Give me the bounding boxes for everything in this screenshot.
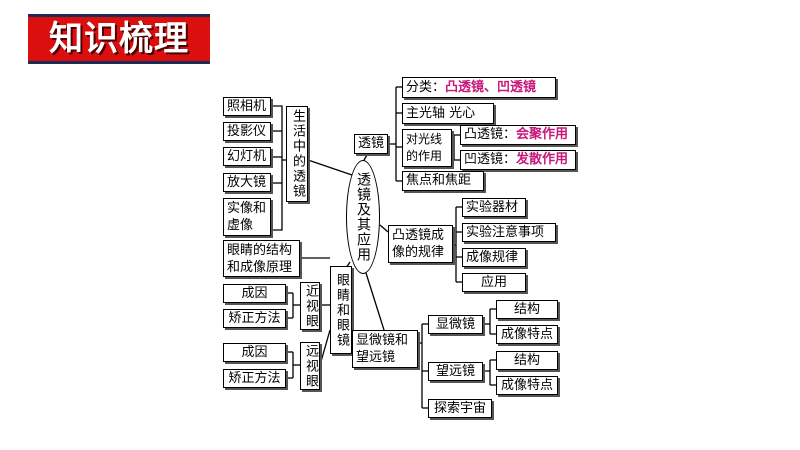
- title-banner: 知识梳理: [28, 14, 210, 64]
- node-equipment: 实验器材: [462, 198, 526, 217]
- node-focus: 焦点和焦距: [402, 171, 484, 191]
- node-hyperopia-cause: 成因: [223, 343, 286, 362]
- node-hyperopia-fix: 矫正方法: [223, 369, 286, 388]
- light-effect-label: 对光线的作用: [406, 132, 443, 163]
- node-telescope: 望远镜: [428, 362, 483, 381]
- center-label: 透镜及其应用: [355, 172, 371, 262]
- node-myopia-fix: 矫正方法: [223, 309, 286, 328]
- node-eye-glasses: 眼睛和眼镜: [330, 266, 352, 354]
- concave-value: 发散作用: [516, 152, 569, 167]
- node-myopia: 近视眼: [300, 282, 320, 330]
- node-classify: 分类：凸透镜、凹透镜: [402, 77, 556, 98]
- node-slide-projector: 幻灯机: [223, 147, 271, 166]
- node-tele-feature: 成像特点: [496, 376, 558, 395]
- node-light-effect: 对光线的作用: [402, 129, 452, 167]
- myopia-cause-label: 成因: [241, 285, 268, 301]
- node-micro-structure: 结构: [496, 300, 558, 319]
- classify-prefix: 分类：: [406, 79, 446, 95]
- projector-label: 投影仪: [227, 123, 267, 139]
- node-imaging-rule: 凸透镜成像的规律: [388, 225, 453, 263]
- node-lens: 透镜: [354, 134, 388, 154]
- hyperopia-label: 远视眼: [303, 343, 318, 389]
- tele-feature-label: 成像特点: [500, 377, 553, 393]
- micro-structure-label: 结构: [513, 301, 540, 317]
- node-principal-axis: 主光轴 光心: [402, 103, 494, 124]
- real-virtual-label: 实像和虚像: [227, 201, 267, 233]
- imaging-rule-label: 凸透镜成像的规律: [392, 228, 445, 260]
- node-micro-feature: 成像特点: [496, 325, 558, 344]
- node-real-virtual: 实像和虚像: [223, 198, 271, 236]
- node-hyperopia: 远视眼: [300, 342, 320, 390]
- node-myopia-cause: 成因: [223, 284, 286, 303]
- eye-glasses-label: 眼睛和眼镜: [334, 272, 349, 348]
- equipment-label: 实验器材: [466, 199, 519, 215]
- focus-label: 焦点和焦距: [406, 173, 472, 188]
- microscope-telescope-label: 显微镜和望远镜: [356, 333, 409, 365]
- application-label: 应用: [480, 274, 507, 290]
- node-imaging-law: 成像规律: [462, 248, 526, 267]
- page-title: 知识梳理: [49, 19, 189, 59]
- myopia-label: 近视眼: [303, 283, 318, 329]
- node-microscope: 显微镜: [428, 315, 483, 334]
- node-camera: 照相机: [223, 97, 271, 116]
- imaging-law-label: 成像规律: [466, 249, 519, 265]
- node-concave: 凹透镜：发散作用: [460, 150, 576, 170]
- slide-projector-label: 幻灯机: [227, 148, 267, 164]
- magnifier-label: 放大镜: [227, 174, 267, 190]
- principal-axis-label: 主光轴 光心: [406, 105, 476, 121]
- node-convex: 凸透镜：会聚作用: [460, 125, 576, 145]
- node-projector: 投影仪: [223, 122, 271, 141]
- node-application: 应用: [462, 273, 526, 292]
- node-life-lens: 生活中的透镜: [286, 106, 308, 202]
- micro-feature-label: 成像特点: [500, 326, 553, 342]
- precautions-label: 实验注意事项: [466, 224, 545, 240]
- microscope-label: 显微镜: [435, 316, 475, 332]
- eye-structure-label: 眼睛的结构和成像原理: [227, 242, 293, 275]
- convex-prefix: 凸透镜：: [464, 127, 517, 142]
- node-precautions: 实验注意事项: [462, 223, 556, 242]
- explore-universe-label: 探索宇宙: [433, 400, 486, 416]
- convex-value: 会聚作用: [516, 127, 569, 142]
- tele-structure-label: 结构: [513, 352, 540, 368]
- concave-prefix: 凹透镜：: [464, 152, 517, 167]
- telescope-label: 望远镜: [435, 363, 475, 379]
- camera-label: 照相机: [227, 98, 267, 114]
- node-lens-label: 透镜: [357, 136, 384, 151]
- hyperopia-fix-label: 矫正方法: [228, 370, 281, 386]
- center-node: 透镜及其应用: [346, 160, 380, 274]
- node-explore-universe: 探索宇宙: [428, 399, 492, 418]
- node-magnifier: 放大镜: [223, 173, 271, 192]
- node-eye-structure: 眼睛的结构和成像原理: [223, 240, 300, 277]
- myopia-fix-label: 矫正方法: [228, 310, 281, 326]
- classify-value: 凸透镜、凹透镜: [445, 79, 537, 95]
- node-microscope-telescope: 显微镜和望远镜: [352, 330, 418, 368]
- node-tele-structure: 结构: [496, 351, 558, 370]
- hyperopia-cause-label: 成因: [241, 344, 268, 360]
- life-lens-label: 生活中的透镜: [290, 109, 305, 199]
